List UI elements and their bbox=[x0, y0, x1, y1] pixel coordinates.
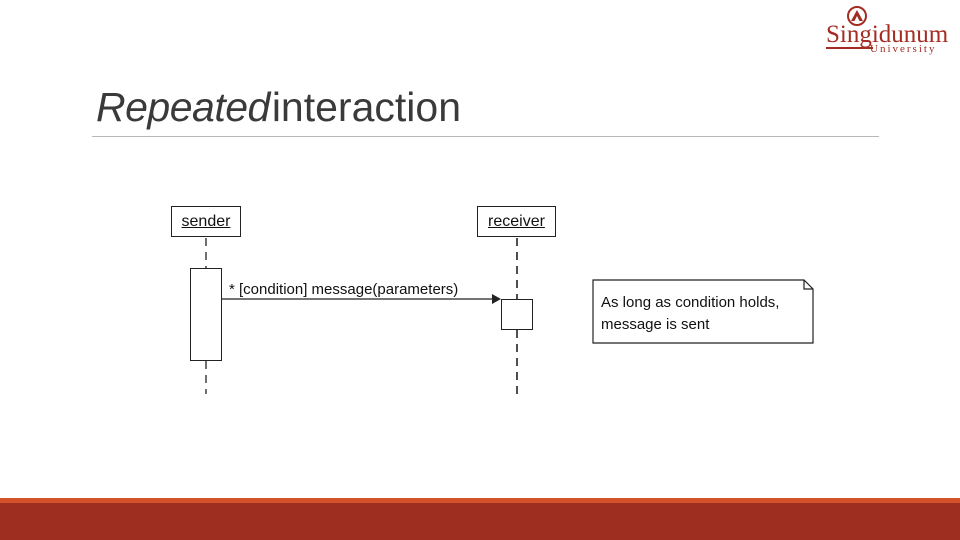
message-label: * [condition] message(parameters) bbox=[229, 281, 459, 298]
note-line-2: message is sent bbox=[601, 316, 710, 333]
footer-bar bbox=[0, 503, 960, 540]
logo-underline bbox=[826, 47, 873, 49]
emblem-icon bbox=[847, 6, 867, 26]
university-logo: Singidunum University bbox=[822, 6, 952, 56]
receiver-activation-bar bbox=[501, 299, 533, 330]
note-line-1: As long as condition holds, bbox=[601, 294, 780, 311]
slide-title: Repeatedinteraction bbox=[96, 82, 461, 132]
note-text: As long as condition holds, message is s… bbox=[601, 292, 811, 336]
receiver-lifeline-box: receiver bbox=[477, 206, 556, 237]
note-fold bbox=[803, 280, 813, 290]
slide-title-rest: interaction bbox=[271, 84, 461, 130]
sender-activation-bar bbox=[190, 268, 222, 361]
title-divider bbox=[92, 136, 879, 137]
message-arrowhead bbox=[492, 294, 501, 304]
sender-lifeline-box: sender bbox=[171, 206, 241, 237]
logo-subtitle: University bbox=[870, 43, 937, 55]
note-shape bbox=[592, 279, 814, 344]
logo-wordmark: Singidunum bbox=[826, 21, 949, 48]
footer-accent-bar bbox=[0, 498, 960, 503]
slide-title-italic: Repeated bbox=[96, 84, 270, 130]
